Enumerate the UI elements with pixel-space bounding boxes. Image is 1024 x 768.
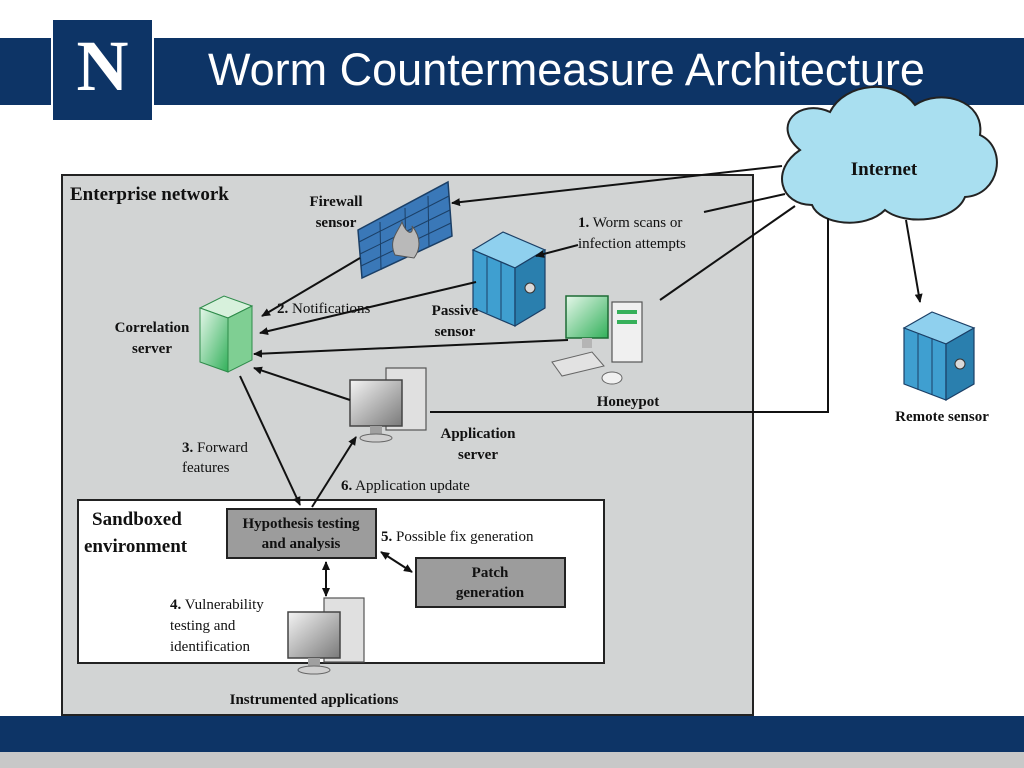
firewall-sensor-line2: sensor (316, 215, 357, 231)
sandboxed-label-line1: Sandboxed (92, 509, 182, 530)
logo-letter: N (76, 26, 129, 106)
application-server-icon (349, 367, 427, 443)
honeypot-label: Honeypot (597, 394, 660, 410)
correlation-server-line2: server (132, 341, 172, 357)
footer-bar (0, 716, 1024, 752)
patch-line1: Patch (472, 565, 509, 581)
honeypot-icon (551, 295, 643, 385)
step4-label-line2: testing and (170, 618, 236, 634)
hypothesis-line1: Hypothesis testing (242, 516, 360, 532)
firewall-icon (357, 180, 453, 280)
correlation-server-line1: Correlation (115, 320, 190, 336)
step5-label: 5. Possible fix generation (381, 529, 534, 545)
instrumented-apps-icon (287, 597, 365, 675)
step6-label: 6. Application update (341, 478, 470, 494)
step1-label: 1. Worm scans or (578, 215, 682, 231)
internet-label: Internet (851, 159, 918, 180)
connector-lines (239, 165, 923, 597)
hypothesis-line2: and analysis (262, 536, 341, 552)
instrumented-apps-label: Instrumented applications (230, 692, 399, 708)
hypothesis-testing-box (226, 508, 377, 559)
footer-strip (0, 752, 1024, 768)
application-server-line1: Application (440, 426, 516, 442)
patch-line2: generation (456, 585, 525, 601)
sandboxed-label-line2: environment (84, 536, 188, 557)
university-logo: N (51, 18, 154, 122)
remote-sensor-icon (902, 311, 976, 402)
application-server-line2: server (458, 447, 498, 463)
correlation-server-icon (198, 295, 254, 373)
passive-sensor-icon (471, 231, 547, 328)
step2-label: 2. Notifications (277, 301, 370, 317)
slide-title: Worm Countermeasure Architecture (208, 44, 925, 95)
firewall-sensor-line1: Firewall (309, 194, 362, 210)
step1-label-line2: infection attempts (578, 236, 686, 252)
step4-label: 4. Vulnerability (170, 597, 264, 613)
passive-sensor-line1: Passive (432, 303, 479, 319)
step4-label-line3: identification (170, 639, 250, 655)
internet-cloud (781, 85, 998, 224)
enterprise-network-label: Enterprise network (70, 184, 229, 205)
remote-sensor-label: Remote sensor (895, 409, 989, 425)
patch-generation-box (415, 557, 566, 608)
step3-label: 3. Forward (182, 440, 248, 456)
passive-sensor-line2: sensor (435, 324, 476, 340)
step3-label-line2: features (182, 460, 230, 476)
